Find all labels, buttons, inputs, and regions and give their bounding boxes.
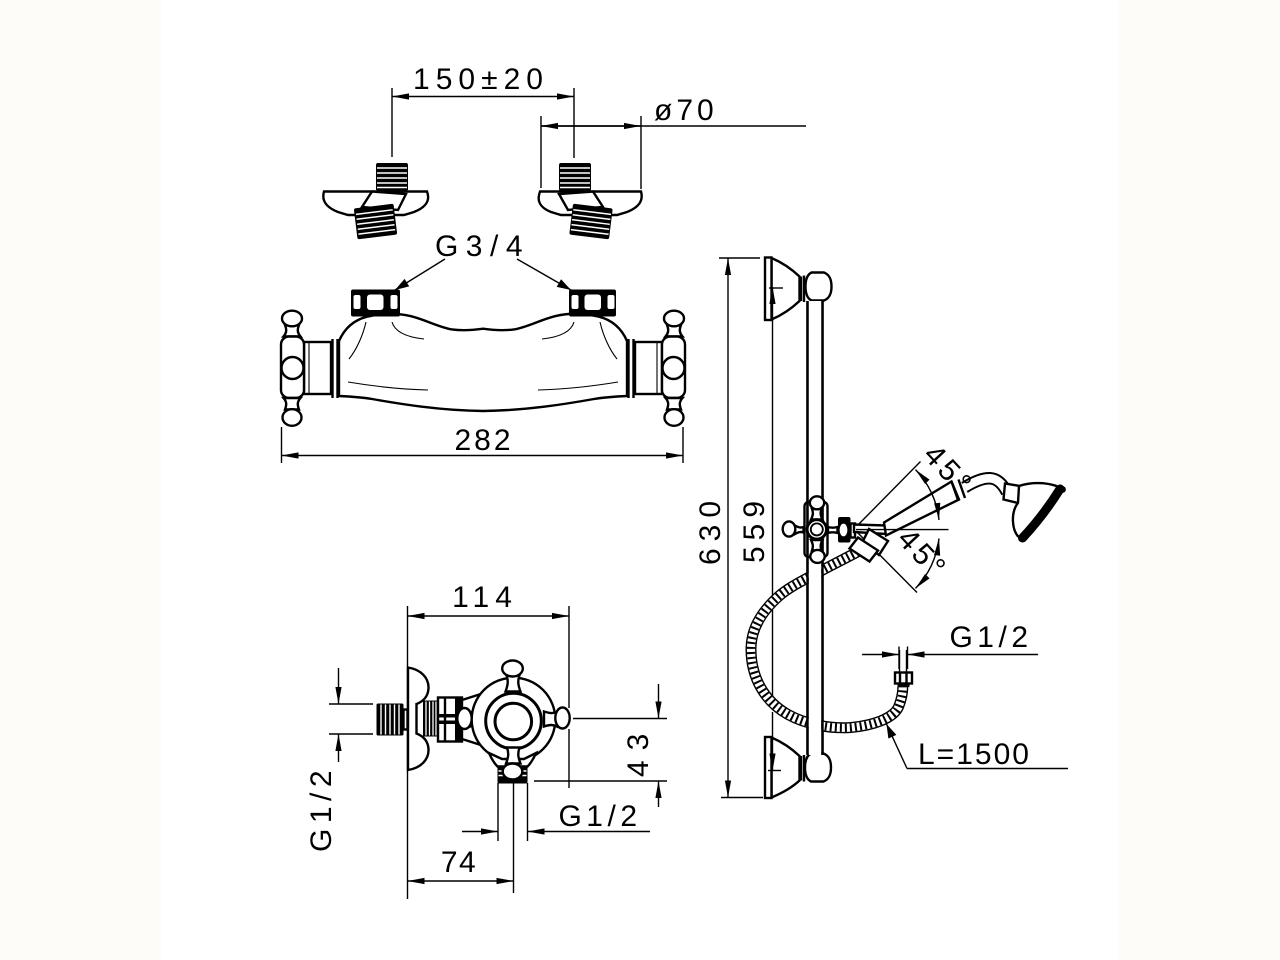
svg-text:74: 74 <box>441 846 477 879</box>
svg-text:630: 630 <box>694 494 727 565</box>
svg-text:114: 114 <box>452 581 518 614</box>
svg-text:G3/4: G3/4 <box>435 230 530 263</box>
svg-text:G1/2: G1/2 <box>558 800 641 833</box>
svg-text:ø70: ø70 <box>654 94 718 127</box>
svg-text:559: 559 <box>738 495 771 563</box>
svg-text:G1/2: G1/2 <box>305 765 338 852</box>
svg-text:150±20: 150±20 <box>413 63 549 96</box>
svg-text:282: 282 <box>454 424 513 457</box>
svg-text:43: 43 <box>622 724 655 777</box>
svg-text:G1/2: G1/2 <box>949 621 1032 654</box>
svg-text:L=1500: L=1500 <box>918 738 1031 771</box>
